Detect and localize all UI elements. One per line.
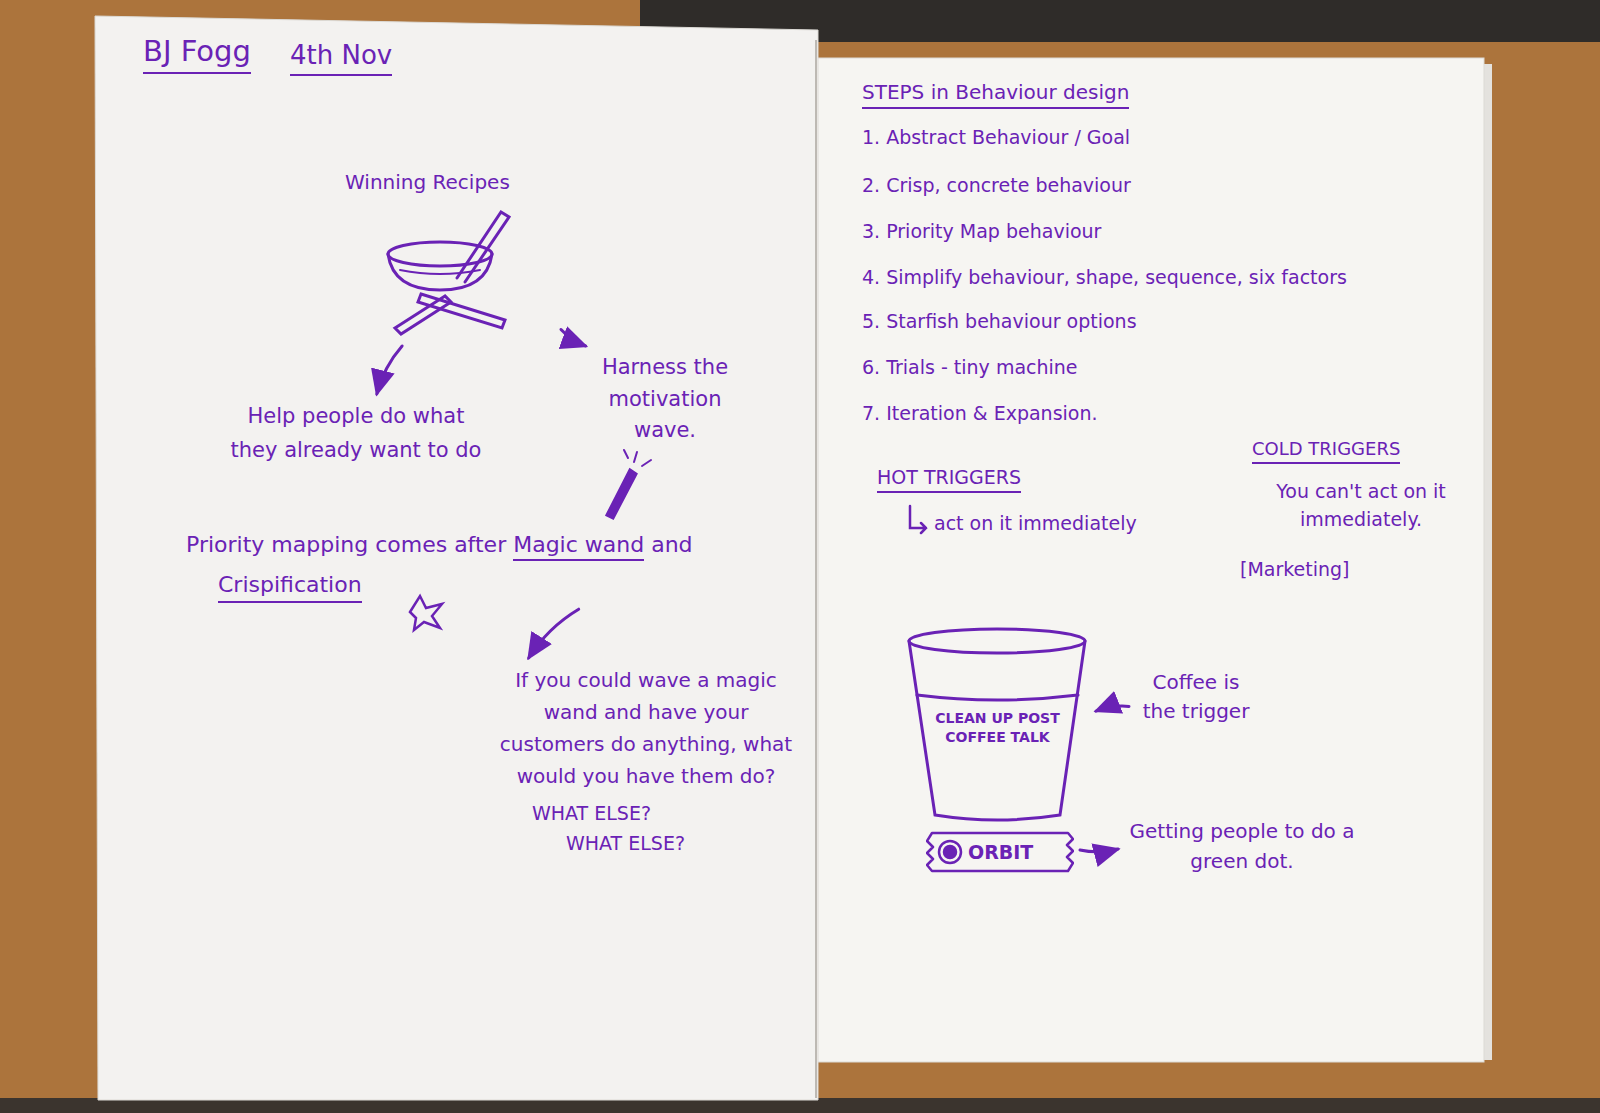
wand-sparkle [624, 450, 651, 466]
sentence-part: Priority mapping comes after [186, 532, 506, 557]
step-item: 3. Priority Map behaviour [862, 220, 1101, 242]
text-node: Harness the motivation wave. [582, 352, 748, 447]
page-title: BJ Fogg [143, 34, 251, 74]
star-doodle [410, 596, 442, 630]
arrow-connector [561, 329, 586, 346]
section-heading: HOT TRIGGERS [877, 466, 1021, 493]
node-text: Getting people to do a green dot. [1124, 816, 1360, 876]
section-heading: COLD TRIGGERS [1252, 438, 1400, 464]
node-text: WHAT ELSE? [566, 828, 794, 858]
page-stack [1484, 64, 1492, 1060]
step-item: 1. Abstract Behaviour / Goal [862, 126, 1130, 148]
step-item: 5. Starfish behaviour options [862, 310, 1137, 332]
pot-drawing [345, 170, 555, 340]
node-text: Harness the motivation wave. [582, 352, 748, 447]
magic-wand [607, 470, 636, 518]
pot-node: Winning Recipes [345, 170, 555, 340]
cup-text: CLEAN UP POST COFFEE TALK [931, 709, 1065, 747]
text-node: If you could wave a magic wand and have … [498, 664, 794, 859]
left-page [95, 16, 818, 1100]
text-node: Priority mapping comes after Magic wand … [186, 522, 796, 603]
step-item: 4. Simplify behaviour, shape, sequence, … [862, 266, 1347, 288]
section-heading: STEPS in Behaviour design [862, 80, 1129, 109]
binding [815, 40, 817, 1098]
node-text: Help people do what they already want to… [228, 400, 484, 467]
sentence-part: and [651, 532, 692, 557]
step-item: 7. Iteration & Expansion. [862, 402, 1098, 424]
step-item: 6. Trials - tiny machine [862, 356, 1078, 378]
arrow-connector [1080, 849, 1118, 852]
node-text: WHAT ELSE? [532, 798, 794, 828]
arrow-connector [377, 346, 402, 394]
sentence-part: Magic wand [513, 532, 644, 561]
note-text: act on it immediately [934, 512, 1137, 534]
cup-node: CLEAN UP POST COFFEE TALK [905, 625, 1090, 825]
text-node: Help people do what they already want to… [228, 400, 484, 467]
note-text: [Marketing] [1240, 558, 1350, 580]
sentence-part: Crispification [218, 568, 362, 603]
step-item: 2. Crisp, concrete behaviour [862, 174, 1131, 196]
node-heading: Winning Recipes [345, 170, 555, 194]
node-text: If you could wave a magic wand and have … [498, 664, 794, 792]
arrow-connector [529, 609, 579, 658]
date-label: 4th Nov [290, 40, 392, 76]
brand-text: ORBIT [926, 830, 1074, 874]
arrow-connector [1096, 706, 1129, 711]
hook-arrow [910, 506, 926, 533]
text-node: Coffee is the trigger [1135, 668, 1257, 726]
text-node: Getting people to do a green dot. [1124, 816, 1360, 876]
gum-node: ORBIT [926, 830, 1074, 874]
node-text: Coffee is the trigger [1135, 668, 1257, 726]
right-page [812, 58, 1484, 1062]
note-text: You can't act on it immediately. [1250, 478, 1472, 533]
